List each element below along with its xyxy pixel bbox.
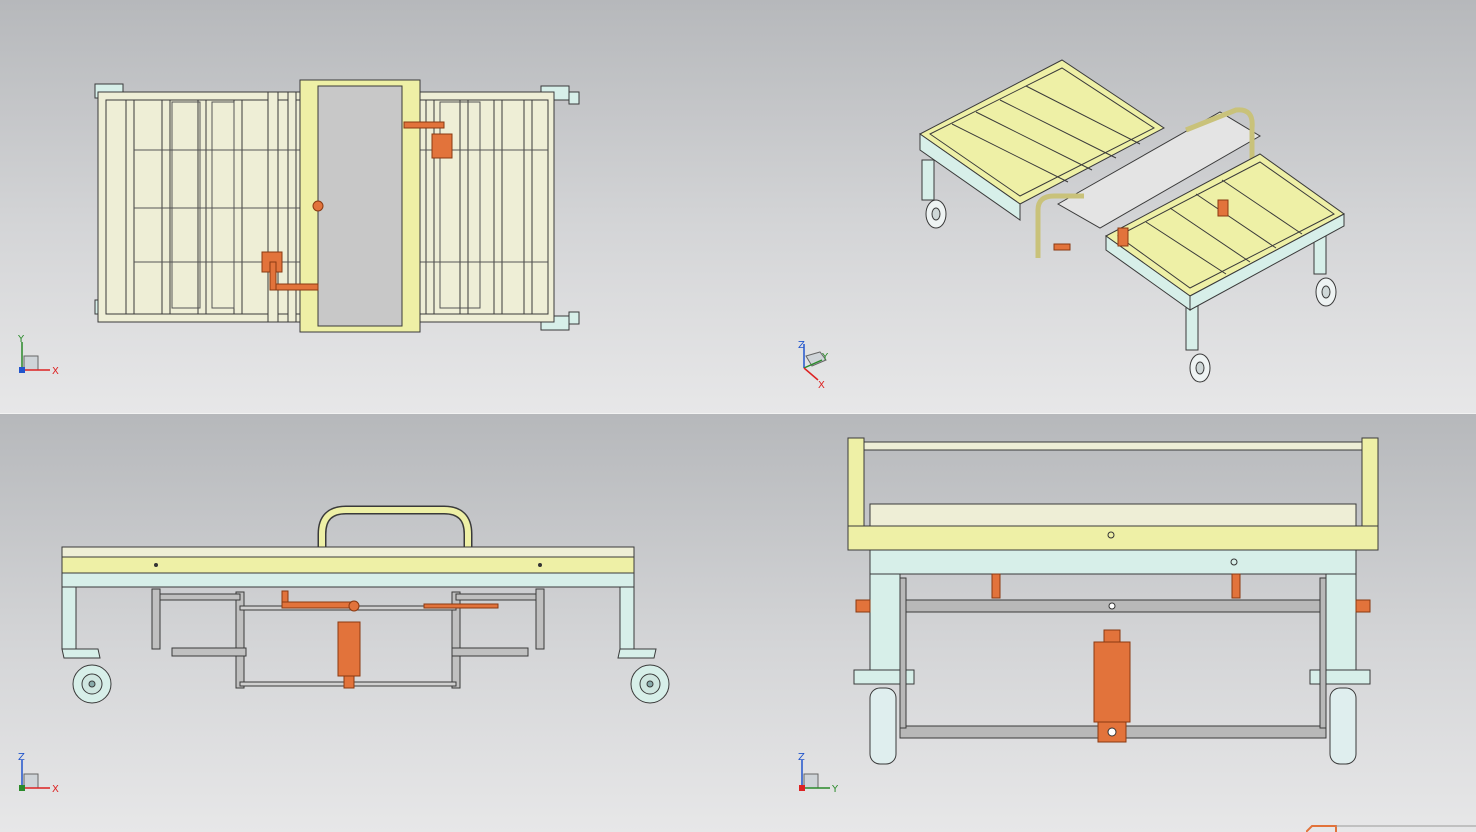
center-panel (317, 85, 403, 327)
top-view-drawing (94, 79, 580, 333)
side-view-drawing (847, 437, 1379, 765)
viewport-side-view[interactable]: Z Y (766, 414, 1476, 832)
caster-wheel-icon (869, 687, 1357, 765)
axis-label-right: X (52, 784, 59, 795)
deck-top (869, 503, 1357, 527)
orange-corner-marker (1306, 825, 1476, 832)
axis-triad-icon: Y X (17, 334, 59, 377)
axis-label-right: Y (831, 784, 839, 795)
front-view-drawing (61, 505, 670, 704)
axis-label-right: X (52, 366, 59, 377)
deck-side (61, 556, 635, 574)
viewport-front-view[interactable]: Z X (0, 414, 766, 832)
axis-triad-icon: Z X (18, 752, 59, 795)
axis-label-right: Y (821, 352, 829, 363)
isometric-drawing (919, 59, 1345, 383)
axis-label-up: Z (18, 752, 25, 763)
axis-label-diag: X (818, 380, 825, 391)
axis-label-up: Y (17, 334, 25, 345)
actuator-parts (261, 121, 453, 291)
axis-label-up: Z (798, 752, 805, 763)
axis-label-up: Z (798, 340, 805, 351)
caster-wheel-icon (925, 199, 1337, 383)
deck-side (847, 525, 1379, 551)
deck-top (61, 546, 635, 558)
axis-triad-icon: Z Y (798, 752, 839, 795)
base-frame (61, 572, 635, 588)
caster-wheel-icon (72, 664, 670, 704)
viewport-top-view[interactable]: Y X (0, 0, 766, 413)
base-frame (869, 549, 1357, 575)
axis-triad-icon: Z Y X (798, 340, 829, 391)
viewport-isometric-view[interactable]: Z Y X (766, 0, 1476, 413)
viewport-divider (0, 413, 1476, 414)
